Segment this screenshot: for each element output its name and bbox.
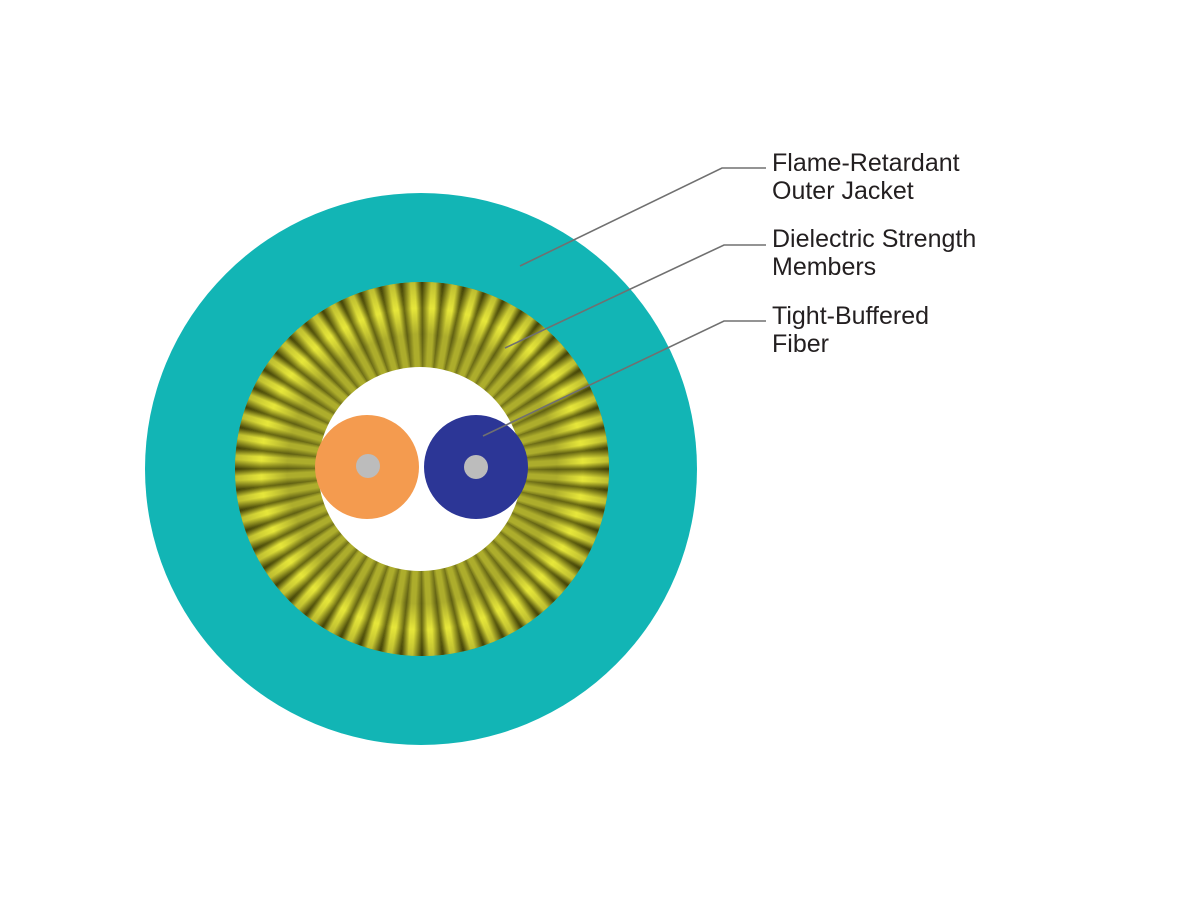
leader-line-fiber: [482, 320, 766, 437]
strength-members: [235, 282, 609, 656]
callout-line: Members: [772, 253, 877, 281]
callout-line: Tight-Buffered: [772, 302, 930, 330]
callout-line: Dielectric Strength: [772, 225, 977, 253]
fiber-left-core: [356, 454, 380, 478]
fiber-right: [424, 415, 528, 519]
leader-line-jacket: [519, 167, 766, 267]
leader-line-strength: [504, 244, 766, 349]
callout-label-tight-buffered-fiber: Tight-Buffered Fiber: [772, 302, 929, 358]
callout-label-strength-members: Dielectric Strength Members: [772, 225, 976, 281]
fiber-left: [315, 415, 419, 519]
callout-line: Fiber: [772, 330, 829, 358]
callout-line: Flame-Retardant: [772, 149, 960, 177]
fiber-right-core: [464, 455, 488, 479]
callout-line: Outer Jacket: [772, 177, 914, 205]
callout-label-outer-jacket: Flame-Retardant Outer Jacket: [772, 149, 960, 205]
